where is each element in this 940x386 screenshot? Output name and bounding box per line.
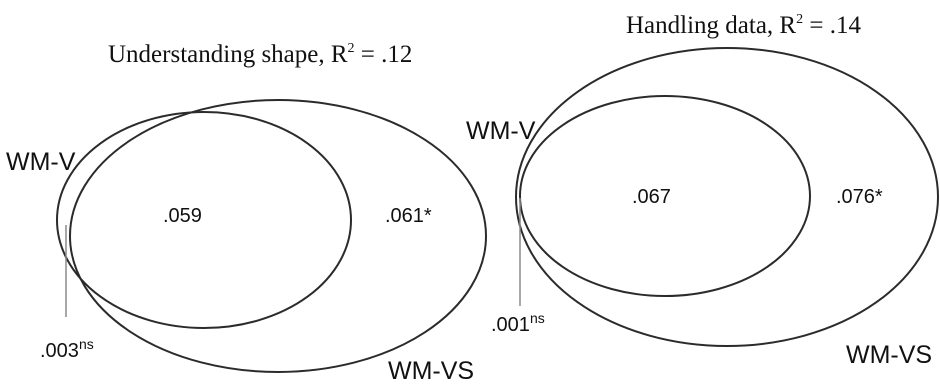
wm-v-unique-value: .001ns (491, 310, 545, 336)
wm-v-ellipse (519, 95, 811, 297)
wm-vs-ellipse (515, 47, 939, 347)
wm-v-ellipse (56, 111, 352, 329)
wm-v-label: WM-V (6, 148, 76, 176)
panel-understanding-shape: Understanding shape, R2 = .12 WM-V WM-VS… (6, 41, 487, 385)
shared-variance-value: .059 (163, 205, 202, 227)
panel-title: Understanding shape, R2 = .12 (108, 41, 412, 68)
wm-v-label: WM-V (466, 117, 536, 145)
panel-title: Handling data, R2 = .14 (626, 12, 861, 39)
panel-handling-data: Handling data, R2 = .14 WM-V WM-VS .067 … (466, 12, 939, 369)
wm-vs-label: WM-VS (846, 341, 932, 369)
wm-vs-unique-value: .076* (836, 186, 883, 208)
wm-vs-ellipse (69, 99, 487, 373)
shared-variance-value: .067 (632, 186, 671, 208)
wm-v-unique-value: .003ns (40, 336, 94, 362)
wm-vs-label: WM-VS (388, 357, 474, 385)
wm-vs-unique-value: .061* (385, 205, 432, 227)
